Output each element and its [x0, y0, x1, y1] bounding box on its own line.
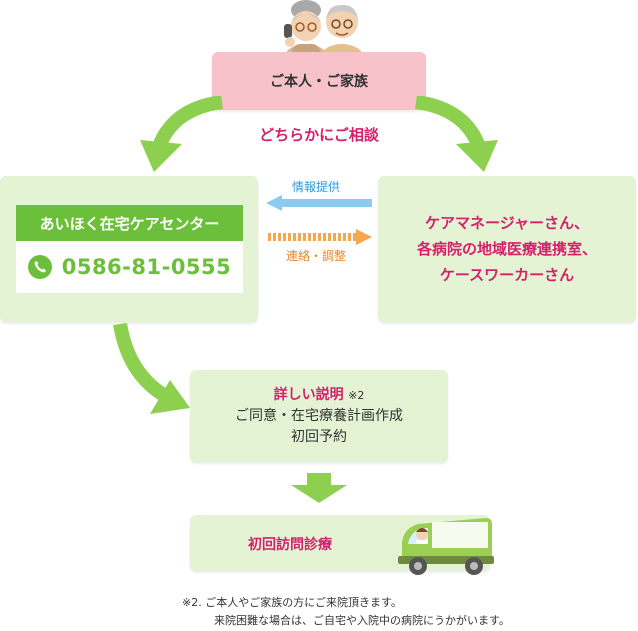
explanation-box: 詳しい説明 ※2 ご同意・在宅療養計画作成 初回予約 — [190, 370, 448, 462]
explanation-title-row: 詳しい説明 ※2 — [274, 385, 365, 406]
arrow-left-curve — [140, 96, 224, 172]
family-label: ご本人・ご家族 — [270, 74, 368, 90]
footnote-line-1: ※2. ご本人やご家族の方にご来院頂きます。 — [182, 596, 402, 609]
care-center-name: あいほく在宅ケアセンター — [39, 214, 220, 233]
visit-label: 初回訪問診療 — [248, 537, 332, 553]
care-center-header: あいほく在宅ケアセンター — [16, 205, 243, 241]
explanation-title: 詳しい説明 — [273, 386, 344, 403]
care-center-box: あいほく在宅ケアセンター 0586-81-0555 — [0, 176, 258, 322]
contact-label: 連絡・調整 — [286, 249, 347, 263]
phone-row: 0586-81-0555 — [16, 241, 243, 293]
footnote-line-2: 来院困難な場合は、ご自宅や入院中の病院にうかがいます。 — [214, 614, 510, 627]
explanation-line-2: 初回予約 — [291, 428, 347, 445]
info-label: 情報提供 — [292, 180, 341, 194]
contact-arrow — [268, 229, 372, 245]
phone-number: 0586-81-0555 — [61, 255, 232, 279]
explanation-line-1: ご同意・在宅療養計画作成 — [235, 407, 403, 424]
arrow-down — [291, 473, 347, 503]
phone-icon — [27, 255, 52, 279]
partners-line-1: ケアマネージャーさん、 — [425, 214, 589, 232]
partners-line-2: 各病院の地域医療連携室、 — [416, 240, 597, 258]
van-doctor-icon — [398, 518, 494, 575]
partners-box: ケアマネージャーさん、 各病院の地域医療連携室、 ケースワーカーさん — [378, 176, 636, 322]
partners-line-3: ケースワーカーさん — [439, 266, 575, 284]
family-box: ご本人・ご家族 — [212, 52, 426, 110]
note-mark: ※2 — [348, 388, 365, 402]
arrow-right-curve — [414, 96, 498, 172]
elderly-couple-icon — [284, 0, 364, 60]
consult-label: どちらかにご相談 — [259, 126, 379, 144]
arrow-down-curve — [113, 322, 190, 414]
info-arrow — [266, 195, 372, 211]
